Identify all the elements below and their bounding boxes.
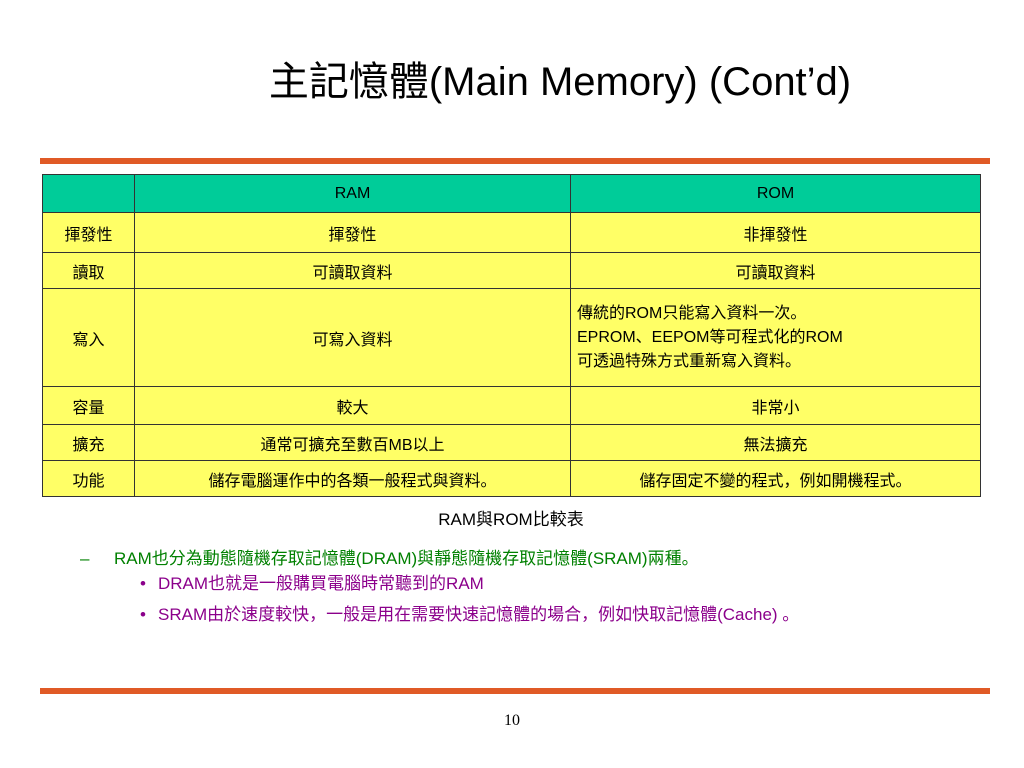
rom-cell: 傳統的ROM只能寫入資料一次。 EPROM、EEPOM等可程式化的ROM 可透過…	[570, 288, 981, 387]
level1-text: RAM也分為動態隨機存取記憶體(DRAM)與靜態隨機存取記憶體(SRAM)兩種。	[114, 549, 699, 568]
level2-item: • DRAM也就是一般購買電腦時常聽到的RAM	[140, 572, 940, 596]
top-divider	[40, 158, 990, 164]
ram-cell: 較大	[134, 386, 571, 425]
rom-cell: 可讀取資料	[570, 252, 981, 289]
ram-cell: 可讀取資料	[134, 252, 571, 289]
rom-cell-line: 可透過特殊方式重新寫入資料。	[577, 352, 802, 370]
row-label: 揮發性	[42, 212, 135, 253]
rom-cell-line: EPROM、EEPOM等可程式化的ROM	[577, 328, 843, 346]
row-label: 功能	[42, 460, 135, 497]
table-row: 讀取 可讀取資料 可讀取資料	[42, 252, 981, 289]
rom-cell: 非常小	[570, 386, 981, 425]
row-label: 寫入	[42, 288, 135, 387]
ram-cell: 可寫入資料	[134, 288, 571, 387]
rom-cell-line: 傳統的ROM只能寫入資料一次。	[577, 304, 807, 322]
slide-title: 主記憶體(Main Memory) (Cont’d)	[268, 60, 852, 104]
table-header-cell	[42, 174, 135, 213]
level2-text: DRAM也就是一般購買電腦時常聽到的RAM	[158, 574, 484, 593]
table-row: 容量 較大 非常小	[42, 386, 981, 425]
table-header-cell: RAM	[134, 174, 571, 213]
rom-cell: 儲存固定不變的程式，例如開機程式。	[570, 460, 981, 497]
level2-item: • SRAM由於速度較快，一般是用在需要快速記憶體的場合，例如快取記憶體(Cac…	[140, 603, 940, 627]
level1-item: – RAM也分為動態隨機存取記憶體(DRAM)與靜態隨機存取記憶體(SRAM)兩種…	[80, 544, 980, 569]
row-label: 讀取	[42, 252, 135, 289]
rom-cell: 無法擴充	[570, 424, 981, 461]
table-header-row: RAM ROM	[42, 174, 981, 213]
page-number: 10	[504, 712, 520, 729]
level2-text: SRAM由於速度較快，一般是用在需要快速記憶體的場合，例如快取記憶體(Cache…	[158, 605, 800, 624]
table-row: 功能 儲存電腦運作中的各類一般程式與資料。 儲存固定不變的程式，例如開機程式。	[42, 460, 981, 497]
rom-cell: 非揮發性	[570, 212, 981, 253]
ram-cell: 通常可擴充至數百MB以上	[134, 424, 571, 461]
bottom-divider	[40, 688, 990, 694]
row-label: 容量	[42, 386, 135, 425]
ram-cell: 儲存電腦運作中的各類一般程式與資料。	[134, 460, 571, 497]
comparison-table: RAM ROM 揮發性 揮發性 非揮發性 讀取 可讀取資料 可讀取資料 寫入 可…	[42, 174, 981, 497]
table-header-cell: ROM	[570, 174, 981, 213]
bullet-marker: •	[140, 605, 146, 624]
table-caption: RAM與ROM比較表	[438, 510, 584, 529]
bullet-marker: •	[140, 574, 146, 593]
ram-cell: 揮發性	[134, 212, 571, 253]
row-label: 擴充	[42, 424, 135, 461]
table-row: 揮發性 揮發性 非揮發性	[42, 212, 981, 253]
table-row: 寫入 可寫入資料 傳統的ROM只能寫入資料一次。 EPROM、EEPOM等可程式…	[42, 288, 981, 387]
table-row: 擴充 通常可擴充至數百MB以上 無法擴充	[42, 424, 981, 461]
dash-marker: –	[80, 549, 90, 568]
